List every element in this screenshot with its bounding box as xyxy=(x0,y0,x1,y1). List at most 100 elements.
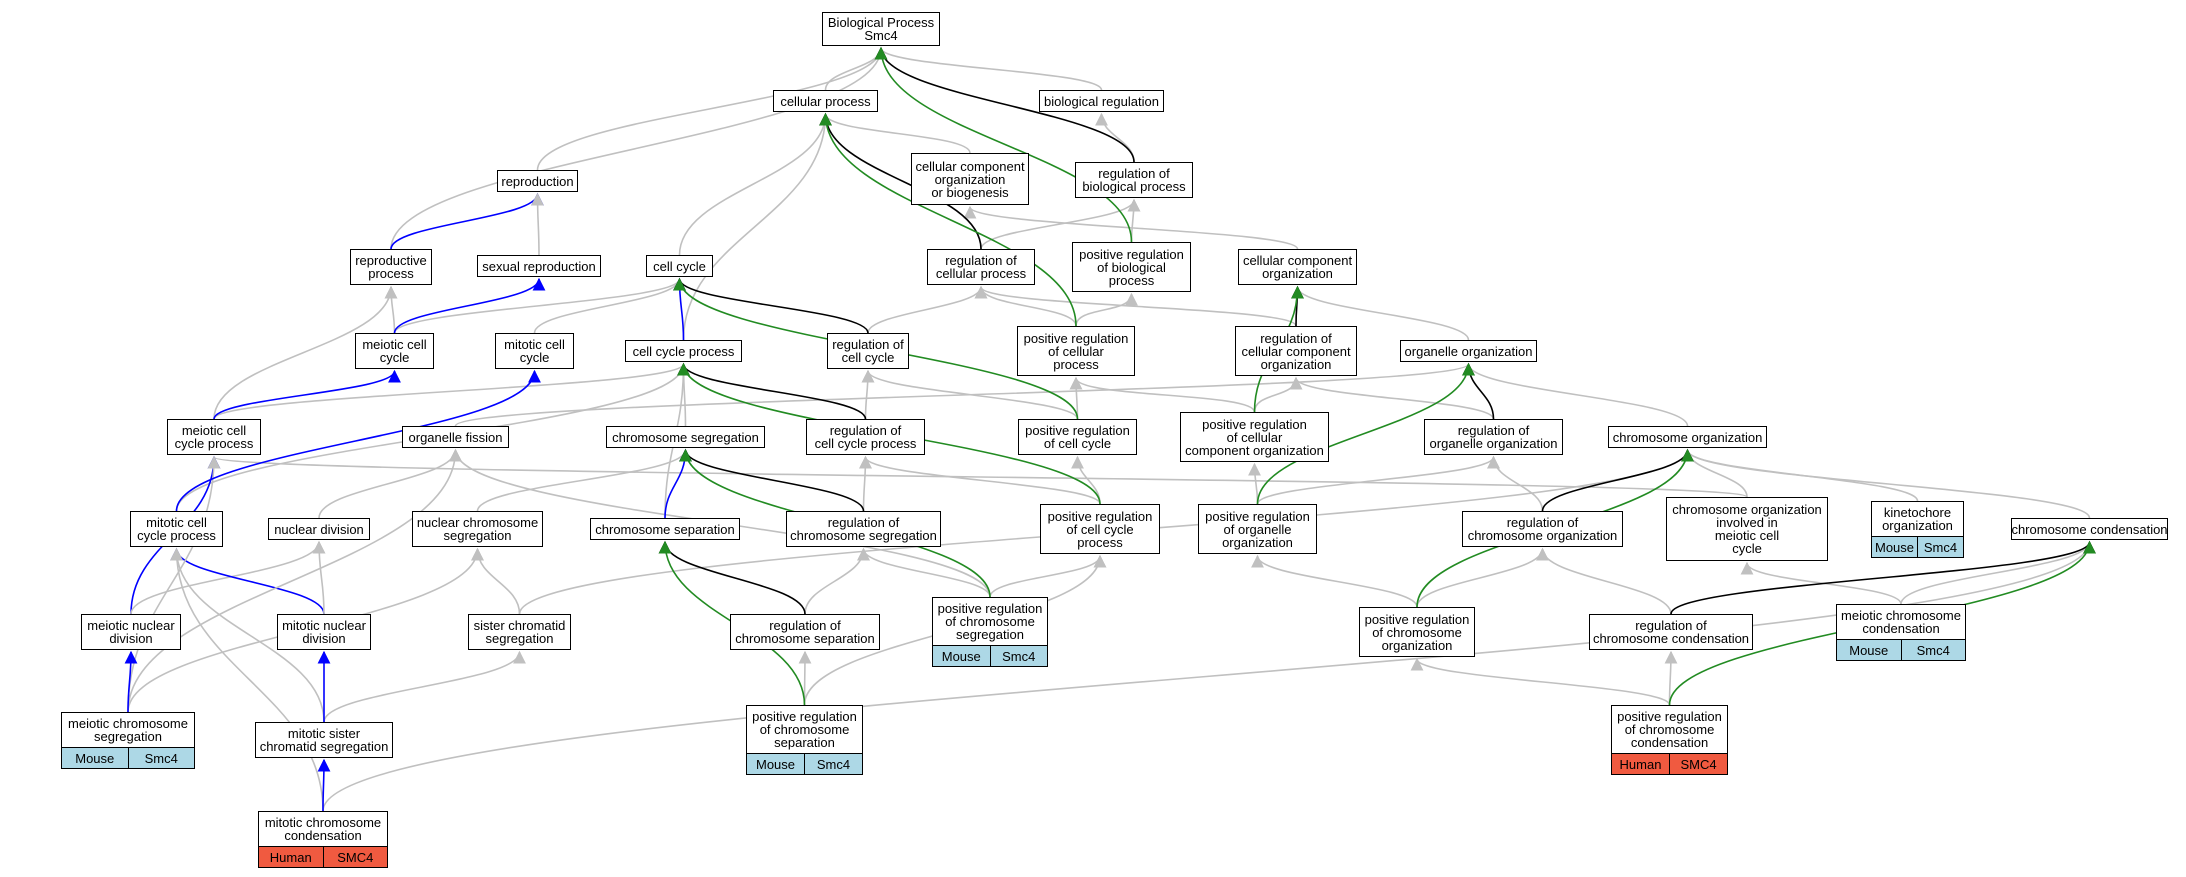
go-term-node[interactable]: chromosome separation xyxy=(590,518,740,540)
go-term-label-line: segregation xyxy=(485,631,554,646)
is-a-edge xyxy=(127,455,221,713)
go-term-label-line: of chromosome xyxy=(945,614,1035,629)
regulates-edge xyxy=(874,46,1135,163)
go-term-node[interactable]: nuclear division xyxy=(268,518,370,540)
go-term-label: sexual reproduction xyxy=(478,256,600,276)
go-term-label: reproduction xyxy=(498,171,577,191)
part-of-edge xyxy=(124,650,138,713)
go-term-node[interactable]: cell cycle xyxy=(646,255,713,277)
go-term-label-line: chromosome condensation xyxy=(1592,631,1750,646)
go-term-label-line: positive regulation xyxy=(1023,330,1129,346)
go-term-label-line: of biological xyxy=(1097,259,1166,275)
go-term-node[interactable]: sexual reproduction xyxy=(477,255,601,277)
go-term-node[interactable]: chromosome organization xyxy=(1608,426,1767,448)
is-a-edge xyxy=(390,46,888,250)
go-term-node[interactable]: organelle organization xyxy=(1400,340,1537,362)
go-term-node[interactable]: reproduction xyxy=(497,170,578,192)
go-term-label-line: regulation of xyxy=(1635,618,1707,633)
go-term-label-line: of chromosome xyxy=(1372,624,1462,640)
go-term-label-line: condensation xyxy=(1630,735,1709,750)
go-term-label-line: cellular process xyxy=(780,93,871,109)
go-term-label-line: kinetochore xyxy=(1883,505,1952,520)
go-term-label-line: cell cycle process xyxy=(632,343,735,359)
go-term-label-line: cell cycle process xyxy=(814,436,917,451)
is-a-edge xyxy=(533,277,686,334)
is-a-edge xyxy=(858,455,872,512)
is-a-edge xyxy=(1487,455,1544,512)
go-term-label: organelle organization xyxy=(1401,341,1536,361)
go-term-node[interactable]: cellular process xyxy=(773,90,878,112)
go-term-label-line: cycle xyxy=(519,350,550,365)
positively-regulates-edge xyxy=(819,112,1077,327)
go-term-label-line: process xyxy=(368,266,414,281)
organism-label: Mouse xyxy=(747,754,804,774)
go-term-label: chromosome separation xyxy=(591,519,739,539)
is-a-edge xyxy=(213,285,398,420)
go-term-label-line: regulation of xyxy=(1098,166,1170,181)
go-term-label-line: segregation xyxy=(956,627,1024,642)
go-term-label-line: of cellular xyxy=(1226,429,1283,445)
go-term-label-line: sexual reproduction xyxy=(482,258,596,274)
go-term-label-line: biological process xyxy=(1082,179,1186,194)
go-term-node[interactable]: organelle fission xyxy=(402,426,509,448)
go-term-node[interactable]: chromosome segregation xyxy=(606,426,765,448)
go-term-node[interactable]: chromosome condensation xyxy=(2011,518,2168,540)
is-a-edge xyxy=(867,285,988,334)
go-term-label: cell cycle process xyxy=(626,341,741,361)
go-term-label-line: Biological Process xyxy=(827,15,935,30)
go-term-node[interactable]: biological regulation xyxy=(1039,90,1164,112)
go-term-label-line: of organelle xyxy=(1223,521,1292,537)
go-term-label-line: sister chromatid xyxy=(473,618,566,633)
go-term-node[interactable]: cell cycle process xyxy=(625,340,742,362)
